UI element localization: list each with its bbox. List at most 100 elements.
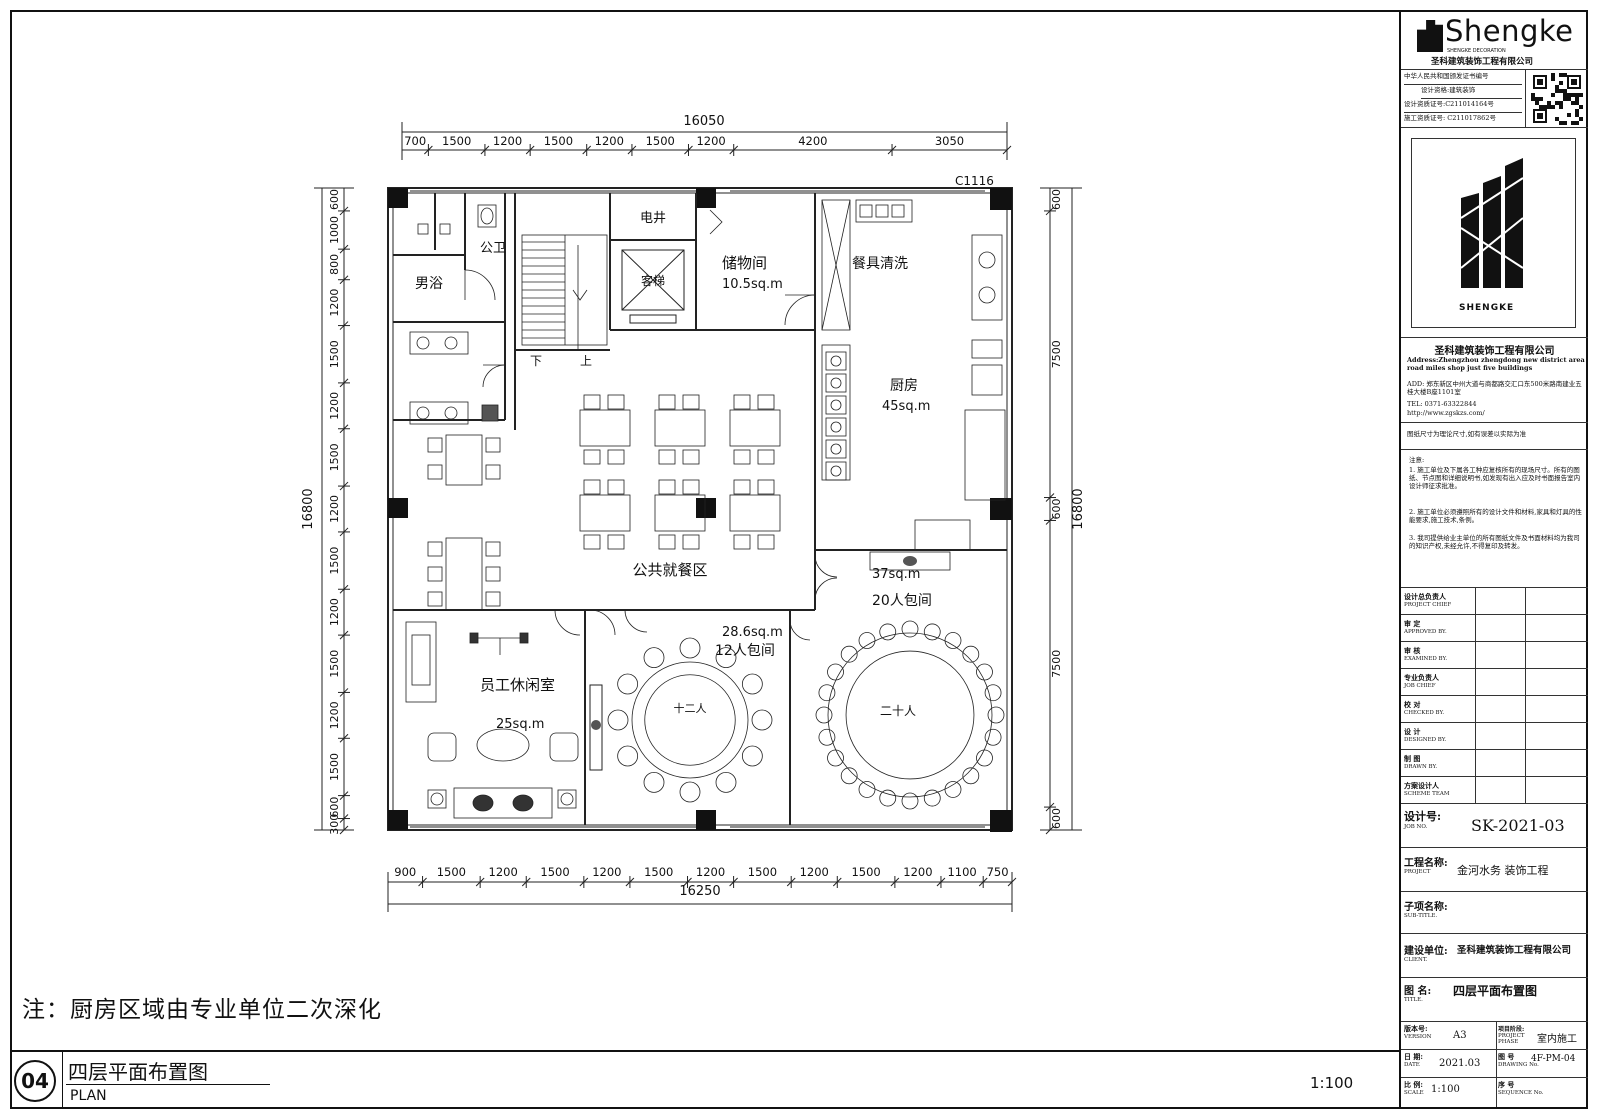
left-dim-segment-tick [339, 825, 349, 835]
bottom-dim-segment-label: 1200 [800, 865, 829, 879]
left-dim-segment-label: 1500 [328, 340, 341, 368]
kitchen-area: 45sq.m [882, 399, 930, 414]
chair [879, 789, 897, 807]
chair [583, 449, 601, 465]
title-label-en: TITLE. [1404, 997, 1423, 1003]
chair [757, 534, 775, 550]
plan-note: 注：厨房区域由专业单位二次深化 [22, 997, 382, 1023]
top-dim-segment-tick [424, 145, 433, 155]
windows [410, 190, 985, 828]
scale-label: 比 例: [1404, 1080, 1424, 1089]
right-dim-segment-tick [1045, 802, 1055, 812]
room-20-area: 37sq.m [872, 567, 920, 582]
signoff-label: 方案设计人 [1404, 781, 1439, 790]
left-dim-segment-tick [339, 630, 349, 640]
title-block: Shengke SHENGKE DECORATION 圣科建筑装饰工程有限公司 … [1399, 10, 1588, 1109]
right-dim-segment-label: 600 [1050, 189, 1063, 210]
title-label: 图 名: [1404, 986, 1432, 997]
drawing-title-en: PLAN [70, 1088, 107, 1104]
top-dim-segment-tick [1002, 145, 1012, 155]
bottom-dim-segment-label: 1500 [437, 865, 466, 879]
job-no-label: 设计号: [1404, 810, 1442, 823]
right-dim-segment-label: 600 [1050, 499, 1063, 520]
storage-label: 储物间 [722, 254, 767, 272]
left-dim-segment-label: 1200 [328, 598, 341, 626]
scale-label-en: SCALE [1404, 1090, 1424, 1096]
room-12-area: 28.6sq.m [722, 625, 783, 640]
left-dim-segment-tick [339, 206, 349, 216]
company-info: 圣科建筑装饰工程有限公司 Address:Zhengzhou zhengdong… [1401, 338, 1588, 450]
chair [607, 534, 625, 550]
size-note: 图纸尺寸为理论尺寸,如有误差以实际为准 [1407, 430, 1527, 438]
signoff-label-en: APPROVED BY. [1404, 629, 1447, 635]
bottom-dim-segment-tick [832, 877, 842, 887]
version-label: 版本号: [1404, 1024, 1428, 1033]
right-dim-segment-label: 600 [1050, 808, 1063, 829]
note-item: 3. 我司提供给业主单位的所有图纸文件及书面材料均为我司的知识产权,未经允许,不… [1409, 534, 1580, 550]
dining-tables [579, 394, 781, 550]
bottom-dim-segment-label: 1500 [851, 865, 880, 879]
chair [827, 749, 844, 767]
left-dim-segment-tick [339, 481, 349, 491]
chair [607, 479, 625, 495]
chair [818, 684, 836, 702]
elevator-label: 客梯 [641, 273, 665, 288]
phase-value: 室内施工 [1537, 1034, 1577, 1045]
signoff-label: 制 图 [1404, 754, 1421, 763]
cert-line: 施工资质证号: C211017862号 [1404, 114, 1496, 122]
top-dim-segment-label: 1500 [646, 134, 675, 148]
left-dim-segment-tick [339, 527, 349, 537]
window-label: C1116 [955, 174, 994, 188]
dining-table [729, 394, 781, 465]
company-cn-header: 圣科建筑装饰工程有限公司 [1431, 57, 1534, 67]
version-value: A3 [1453, 1030, 1467, 1041]
bottom-dim-segment-tick [890, 877, 900, 887]
left-dim-segment-tick [339, 791, 349, 800]
chair [733, 449, 751, 465]
date-value: 2021.03 [1439, 1058, 1481, 1069]
left-dim-segment-label: 1200 [328, 289, 341, 317]
job-no-value: SK-2021-03 [1471, 816, 1565, 835]
website: http://www.zgskzs.com/ [1407, 409, 1485, 417]
client-row: 建设单位: CLIENT. 圣科建筑装饰工程有限公司 [1401, 934, 1588, 978]
bottom-dim-segment-label: 1500 [540, 865, 569, 879]
chair [715, 647, 737, 669]
columns [388, 188, 1012, 832]
signoff-label: 校 对 [1404, 700, 1421, 709]
left-dim-segment-label: 600 [328, 189, 341, 210]
left-total-dim: 16800 [301, 488, 316, 529]
right-dim-segment-tick [1045, 206, 1055, 216]
drawing-number: 04 [21, 1069, 49, 1093]
chair [583, 479, 601, 495]
top-dim-segment-label: 1200 [696, 134, 725, 148]
right-dim-segment-tick [1045, 493, 1055, 502]
chair [733, 534, 751, 550]
note-item: 1. 施工单位及下属各工种应复核所有的现场尺寸。所有的图纸、节点图和详细说明书,… [1409, 466, 1581, 490]
brand-name: Shengke [1445, 14, 1574, 48]
staff-lounge-area: 25sq.m [496, 717, 544, 732]
brand-logo-icon [1417, 20, 1443, 52]
left-dimension: 6001000800120015001200150012001500120015… [301, 187, 354, 835]
bottom-dim-segment-label: 1100 [947, 865, 976, 879]
qr-code-icon [1531, 73, 1583, 125]
top-dim-segment-label: 1200 [493, 134, 522, 148]
staff-lounge-label: 员工休闲室 [480, 676, 555, 694]
signoff-label-en: DESIGNED BY. [1404, 737, 1447, 743]
kitchen-equipment [821, 199, 1006, 551]
chair [679, 637, 701, 659]
scale-row: 比 例: SCALE 1:100 序 号 SEQUENCE No. [1401, 1078, 1588, 1107]
drawing-tag-bar: 04 四层平面布置图 PLAN 1:100 [10, 1050, 1399, 1109]
top-dim-segment-tick [627, 145, 637, 155]
top-dim-segment-tick [684, 145, 693, 155]
signoff-label: 专业负责人 [1404, 673, 1439, 682]
elevator-shaft [621, 249, 685, 324]
left-dim-segment-label: 1200 [328, 495, 341, 523]
left-dim-segment-label: 1500 [328, 753, 341, 781]
company-name: 圣科建筑装饰工程有限公司 [1434, 346, 1555, 357]
left-dim-segment-label: 1200 [328, 392, 341, 420]
